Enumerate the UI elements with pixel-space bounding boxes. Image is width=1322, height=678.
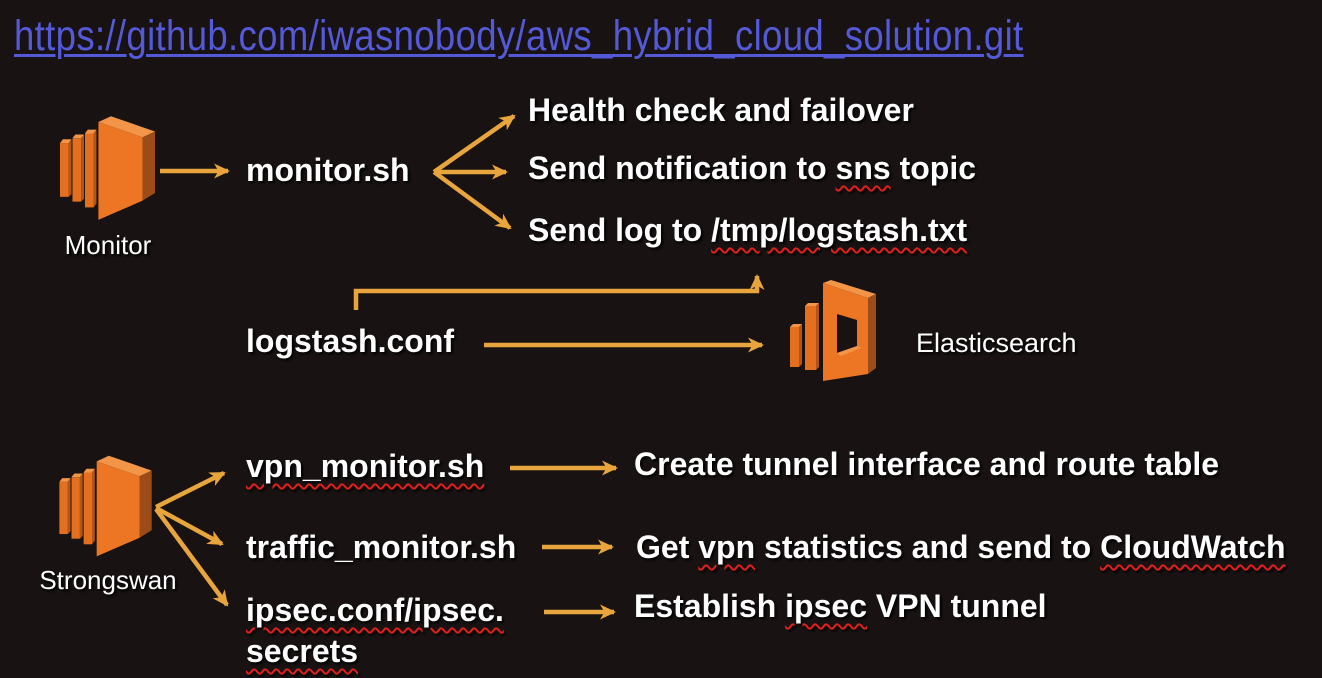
ipsec-files-label-line1: ipsec.conf/ipsec. — [246, 592, 504, 628]
ipsec-files-line2-text: secrets — [246, 633, 359, 669]
arrow-strongswan-to-vpnmonitor — [154, 470, 226, 510]
traffic-desc-middle: statistics and send to — [755, 529, 1101, 565]
elasticsearch-icon-label: Elasticsearch — [916, 328, 1077, 358]
ipsec-desc: Establish ipsec VPN tunnel — [634, 588, 1047, 624]
elasticsearch-icon — [790, 280, 890, 388]
task-notify-misspelled-word: sns — [835, 150, 891, 186]
arrow-script-to-log — [432, 170, 512, 230]
vpn-monitor-desc: Create tunnel interface and route table — [634, 446, 1220, 482]
arrow-strongswan-to-trafficmonitor — [154, 506, 224, 546]
ipsec-desc-suffix: VPN tunnel — [866, 588, 1047, 624]
monitor-icon-label: Monitor — [64, 230, 152, 260]
task-notify-suffix: topic — [890, 150, 976, 186]
ipsec-desc-misspelled-word: ipsec — [785, 588, 867, 624]
traffic-monitor-desc: Get vpn statistics and send to CloudWatc… — [636, 529, 1286, 565]
task-send-log: Send log to /tmp/logstash.txt — [528, 212, 967, 248]
arrow-logstashconf-to-logfile — [353, 274, 765, 310]
traffic-desc-misspelled-vpn: vpn — [698, 529, 756, 565]
ipsec-desc-prefix: Establish — [634, 588, 786, 624]
vpn-monitor-script-text: vpn_monitor.sh — [246, 448, 485, 484]
task-log-filepath: /tmp/logstash.txt — [711, 212, 968, 248]
ec2-instance-icon — [58, 452, 154, 562]
logstash-conf-label: logstash.conf — [246, 323, 455, 359]
traffic-monitor-script-label: traffic_monitor.sh — [246, 529, 517, 565]
ec2-instance-icon — [60, 112, 156, 226]
task-log-prefix: Send log to — [528, 212, 712, 248]
ipsec-files-label-line2: secrets — [246, 633, 358, 669]
strongswan-icon-label: Strongswan — [39, 565, 177, 595]
vpn-monitor-script-label: vpn_monitor.sh — [246, 448, 484, 484]
task-send-notification: Send notification to sns topic — [528, 150, 976, 186]
arrow-script-to-health — [432, 114, 516, 174]
repo-link[interactable]: https://github.com/iwasnobody/aws_hybrid… — [14, 12, 1024, 60]
traffic-desc-misspelled-cloudwatch: CloudWatch — [1100, 529, 1286, 565]
task-health-check: Health check and failover — [528, 92, 914, 128]
traffic-desc-prefix: Get — [636, 529, 699, 565]
task-health-text: Health check and failover — [528, 92, 914, 128]
ipsec-files-line1-text: ipsec.conf/ipsec. — [246, 592, 504, 628]
monitor-script-label: monitor.sh — [246, 152, 410, 188]
task-notify-prefix: Send notification to — [528, 150, 836, 186]
